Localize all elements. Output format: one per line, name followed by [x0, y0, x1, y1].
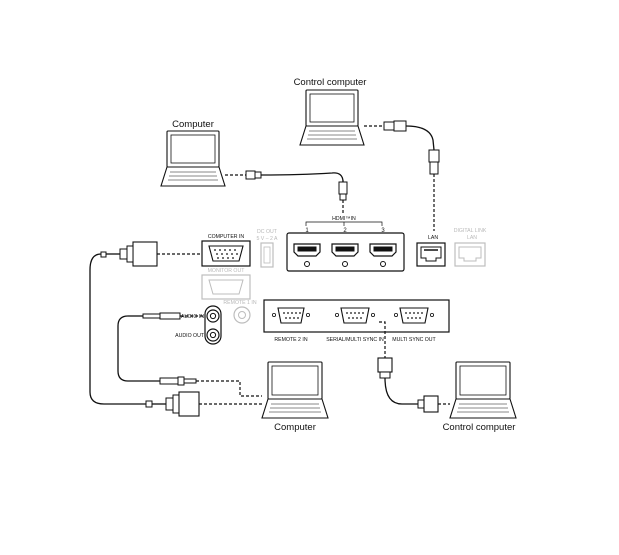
digital-link-label: DIGITAL LINK [454, 228, 487, 234]
remote-1-in-port: REMOTE 1 IN [223, 300, 257, 324]
audio-out-label: AUDIO OUT [175, 333, 205, 339]
dc-out-port: DC OUT 5 V – 2 A [256, 229, 278, 268]
computer-bottom-label: Computer [274, 422, 316, 433]
computer-top-label: Computer [172, 119, 214, 130]
computer-in-label: COMPUTER IN [208, 234, 245, 240]
hdmi-2-label: 2 [343, 228, 347, 234]
control-computer-top-laptop-icon [299, 89, 365, 146]
serial-sync-in-label: SERIAL/MULTI SYNC IN [326, 337, 384, 343]
dc-out-voltage-label: 5 V – 2 A [256, 236, 278, 242]
serial-sync-in-port-icon [334, 307, 375, 324]
remote-1-in-label: REMOTE 1 IN [223, 300, 256, 306]
vga-cable [89, 241, 262, 417]
computer-in-port: COMPUTER IN [201, 234, 251, 267]
control-computer-top-label: Control computer [294, 77, 367, 88]
dc-out-label: DC OUT [257, 229, 278, 235]
serial-panel: REMOTE 2 IN SERIAL/MULTI SYNC IN MULTI S… [263, 299, 450, 343]
lan-port: LAN [416, 235, 446, 267]
computer-bottom-laptop-icon [261, 361, 329, 419]
computer-top-laptop-icon [160, 130, 226, 187]
hdmi-port-1-icon [293, 243, 321, 267]
multi-sync-out-label: MULTI SYNC OUT [392, 337, 436, 343]
remote-2-in-port-icon [271, 307, 310, 324]
multi-sync-out-port-icon [393, 307, 434, 324]
control-computer-bottom-laptop-icon [449, 361, 517, 419]
lan-label: LAN [428, 235, 438, 241]
audio-ports: AUDIO IN AUDIO OUT [175, 305, 222, 345]
audio-cable [117, 312, 262, 397]
hdmi-port-2-icon [331, 243, 359, 267]
audio-in-label: AUDIO IN [181, 314, 204, 320]
hdmi-cable [225, 170, 348, 213]
monitor-out-label: MONITOR OUT [208, 268, 246, 274]
hdmi-in-label: HDMI™IN [332, 216, 356, 222]
hdmi-port-3-icon [369, 243, 397, 267]
hdmi-1-label: 1 [305, 228, 309, 234]
hdmi-3-label: 3 [381, 228, 385, 234]
control-computer-bottom-label: Control computer [443, 422, 516, 433]
digital-link-lan-label: LAN [467, 235, 477, 241]
serial-cable [377, 321, 450, 413]
digital-link-port: DIGITAL LINK LAN [454, 228, 487, 267]
hdmi-panel: HDMI™IN 1 2 3 [286, 216, 405, 272]
monitor-out-port: MONITOR OUT [201, 268, 251, 300]
lan-cable [364, 120, 440, 231]
remote-2-in-label: REMOTE 2 IN [274, 337, 307, 343]
